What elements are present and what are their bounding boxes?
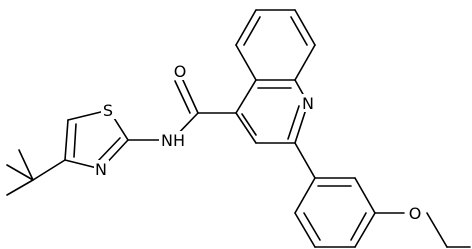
atom-label: N xyxy=(95,160,107,179)
atom-nitrogen-thiazole: N xyxy=(94,160,109,179)
bond xyxy=(354,212,376,248)
bond xyxy=(235,112,257,144)
bond xyxy=(6,179,34,196)
bond xyxy=(235,9,257,46)
bond xyxy=(350,212,367,241)
bond xyxy=(287,105,300,140)
atom-nitrogen-amide: NH xyxy=(159,131,187,150)
atom-oxygen-ether: O xyxy=(407,204,423,223)
bond xyxy=(294,177,316,214)
bond xyxy=(6,164,34,181)
bond xyxy=(294,142,316,179)
bond xyxy=(303,212,321,241)
bond xyxy=(181,77,199,114)
bond xyxy=(96,137,121,163)
atom-label: N xyxy=(302,94,314,113)
bond xyxy=(174,80,191,114)
bond-layer xyxy=(6,9,471,248)
bond xyxy=(32,159,66,181)
atom-label: S xyxy=(103,101,113,120)
atom-label: NH xyxy=(161,131,185,150)
atom-label: O xyxy=(174,62,187,81)
bond xyxy=(294,9,316,46)
bond xyxy=(294,44,316,81)
atom-layer: O NH S N N O xyxy=(94,62,423,223)
bond xyxy=(354,177,376,214)
bond xyxy=(18,149,34,181)
bond xyxy=(73,123,77,158)
bond xyxy=(235,44,257,81)
bond xyxy=(294,212,316,248)
bond xyxy=(64,119,69,161)
bond xyxy=(241,113,257,136)
atom-label: O xyxy=(409,204,422,223)
atom-nitrogen-quinoline: N xyxy=(300,94,316,113)
atom-oxygen-carbonyl: O xyxy=(172,62,188,81)
bond xyxy=(235,79,257,114)
bond xyxy=(426,212,448,248)
atom-sulfur: S xyxy=(101,101,116,120)
bond xyxy=(290,16,308,46)
bond xyxy=(243,16,261,46)
